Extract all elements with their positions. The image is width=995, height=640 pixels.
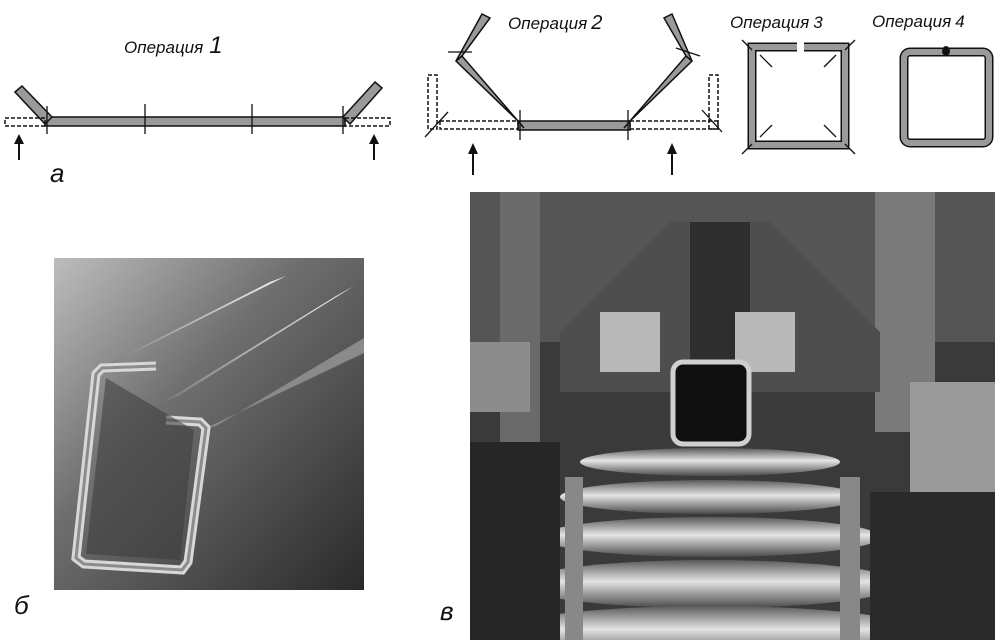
- roll-forming-mill-illustration: [470, 192, 995, 640]
- op2-left-arrow: [468, 143, 478, 175]
- op1-strip: [44, 116, 346, 127]
- roll-forming-mill-photo: [470, 192, 995, 640]
- weld-seam: [942, 46, 950, 56]
- op1-left-dashed: [4, 117, 46, 127]
- op1-right-arrow: [369, 134, 379, 160]
- op2-right-arrow: [667, 143, 677, 175]
- panel-label-b: б: [14, 590, 29, 620]
- square-tube: [670, 359, 752, 447]
- panel-label-v: в: [440, 596, 454, 626]
- operation-2-diagram: [424, 12, 723, 175]
- operation-4-diagram: [899, 46, 994, 148]
- op1-left-bend: [13, 84, 54, 126]
- operation-1-diagram: [4, 80, 391, 160]
- operation-3-diagram: [741, 39, 856, 155]
- op1-right-dashed: [344, 117, 391, 127]
- panel-label-a: а: [50, 158, 65, 188]
- open-profile-photo: [54, 258, 364, 590]
- forming-operations-diagram: [4, 12, 994, 175]
- op1-left-arrow: [14, 134, 24, 160]
- open-profile-illustration: [54, 258, 364, 590]
- op1-right-bend: [341, 80, 384, 126]
